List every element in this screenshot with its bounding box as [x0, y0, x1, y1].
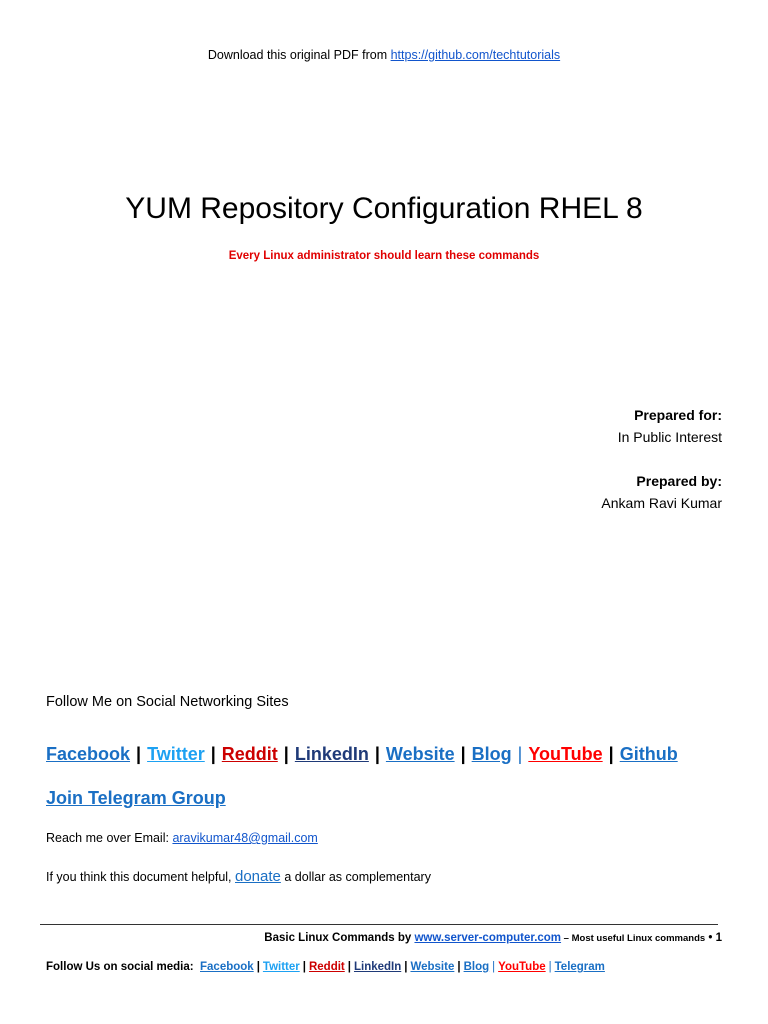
- footer-blog-link[interactable]: Blog: [463, 961, 490, 973]
- blog-link[interactable]: Blog: [471, 744, 512, 764]
- separator: |: [374, 744, 380, 764]
- separator: |: [460, 744, 466, 764]
- separator: |: [136, 744, 142, 764]
- separator: |: [283, 744, 289, 764]
- prepared-by-label: Prepared by:: [636, 473, 722, 489]
- separator: |: [347, 961, 351, 973]
- separator: |: [457, 961, 461, 973]
- document-subtitle: Every Linux administrator should learn t…: [228, 250, 540, 262]
- footer-twitter-link[interactable]: Twitter: [262, 961, 300, 973]
- footer-website-link[interactable]: Website: [410, 961, 455, 973]
- separator: |: [517, 744, 523, 764]
- footer-telegram-link[interactable]: Telegram: [554, 961, 605, 973]
- email-link[interactable]: aravikumar48@gmail.com: [172, 831, 318, 845]
- footer-credit: Basic Linux Commands by www.server-compu…: [264, 932, 722, 944]
- document-title: YUM Repository Configuration RHEL 8: [125, 192, 643, 225]
- donate-line: If you think this document helpful, dona…: [46, 868, 431, 885]
- github-link[interactable]: Github: [619, 744, 678, 764]
- donate-suffix: a dollar as complementary: [280, 870, 431, 884]
- server-computer-link[interactable]: www.server-computer.com: [414, 932, 562, 944]
- footer-credit-suffix: – Most useful Linux commands: [561, 933, 706, 944]
- separator: |: [210, 744, 216, 764]
- footer-reddit-link[interactable]: Reddit: [308, 961, 345, 973]
- footer-youtube-link[interactable]: YouTube: [498, 961, 546, 973]
- page-number: 1: [715, 932, 722, 944]
- separator: |: [492, 961, 496, 973]
- email-prefix: Reach me over Email:: [46, 831, 173, 845]
- reddit-link[interactable]: Reddit: [221, 744, 278, 764]
- prepared-for-label: Prepared for:: [634, 407, 722, 423]
- github-download-link[interactable]: https://github.com/techtutorials: [390, 48, 561, 62]
- website-link[interactable]: Website: [385, 744, 455, 764]
- footer-divider: [40, 924, 718, 925]
- email-line: Reach me over Email: aravikumar48@gmail.…: [46, 831, 318, 845]
- footer-linkedin-link[interactable]: LinkedIn: [353, 961, 402, 973]
- prepared-for-value: In Public Interest: [617, 429, 722, 445]
- separator: |: [256, 961, 260, 973]
- linkedin-link[interactable]: LinkedIn: [294, 744, 369, 764]
- bullet: •: [708, 932, 713, 944]
- donate-link[interactable]: donate: [235, 868, 281, 885]
- telegram-group-link[interactable]: Join Telegram Group: [46, 788, 226, 808]
- separator: |: [548, 961, 552, 973]
- download-text: Download this original PDF from: [207, 48, 391, 62]
- youtube-link[interactable]: YouTube: [528, 744, 603, 764]
- separator: |: [404, 961, 408, 973]
- footer-social: Follow Us on social media: Facebook|Twit…: [46, 961, 605, 973]
- donate-prefix: If you think this document helpful,: [46, 870, 235, 884]
- social-links-row: Facebook|Twitter|Reddit|LinkedIn|Website…: [46, 744, 678, 765]
- twitter-link[interactable]: Twitter: [147, 744, 205, 764]
- footer-facebook-link[interactable]: Facebook: [200, 961, 254, 973]
- facebook-link[interactable]: Facebook: [46, 744, 131, 764]
- separator: |: [302, 961, 306, 973]
- separator: |: [608, 744, 614, 764]
- footer-social-prefix: Follow Us on social media:: [46, 961, 194, 973]
- footer-credit-prefix: Basic Linux Commands by: [264, 932, 415, 944]
- download-notice: Download this original PDF from https://…: [0, 48, 768, 62]
- social-heading: Follow Me on Social Networking Sites: [46, 694, 289, 710]
- prepared-by-value: Ankam Ravi Kumar: [601, 495, 722, 511]
